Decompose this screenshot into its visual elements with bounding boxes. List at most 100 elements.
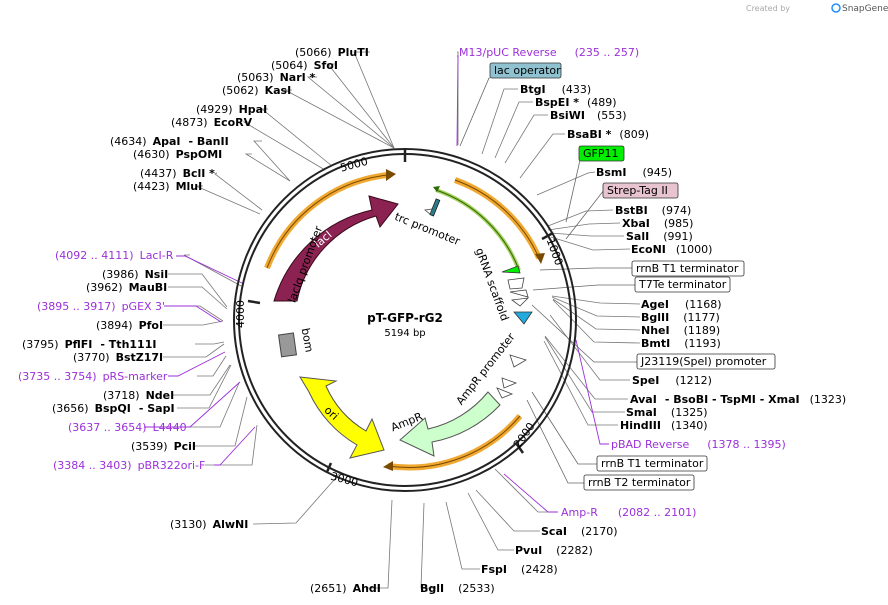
right-pos: (991) — [663, 230, 693, 243]
right-pos: (235 .. 257) — [575, 46, 640, 59]
svg-text:(4929)HpaI: (4929)HpaI — [196, 103, 267, 116]
svg-text:BsiWI(553): BsiWI (553) — [550, 109, 627, 122]
left-pos: (3130) — [170, 518, 207, 531]
left-enz: BspQI — [95, 402, 131, 415]
right-pos: (2533) — [458, 582, 495, 595]
rrnb-t1-box-b: rrnB T1 terminator — [601, 457, 704, 470]
svg-text:(3656)BspQI- SapI: (3656)BspQI- SapI — [52, 402, 175, 415]
svg-text:(3962)MauBI: (3962)MauBI — [86, 281, 167, 294]
svg-text:(5063)NarI *: (5063)NarI * — [237, 71, 316, 84]
svg-text:XbaI(985): XbaI(985) — [622, 217, 693, 230]
primer-lines — [144, 55, 609, 513]
svg-text:(3795)PflFI- Tth111I: (3795) PflFI - Tth111I — [22, 338, 156, 351]
left-enz: NdeI — [146, 389, 175, 402]
left-pos: (4634) — [110, 135, 147, 148]
left-pos: (3795) — [22, 338, 59, 351]
left-enz: MluI — [176, 180, 203, 193]
right-pos: (2428) — [521, 563, 558, 576]
left-primer: pRS-marker — [103, 370, 168, 383]
right-pos: (2082 .. 2101) — [618, 506, 697, 519]
gfp11-box: GFP11 — [583, 147, 618, 160]
left-pos: (4929) — [196, 103, 233, 116]
svg-text:(4873)EcoRV: (4873) EcoRV — [171, 116, 253, 129]
svg-text:(5066)PluTI: (5066)PluTI — [295, 46, 369, 59]
svg-text:(3895 .. 3917)pGEX 3': (3895 .. 3917)pGEX 3' — [37, 300, 165, 313]
right-enz: BstBI — [615, 204, 648, 217]
left-enz: PfoI — [139, 319, 164, 332]
credit-brand: SnapGene — [842, 4, 888, 14]
bom-feature: bom — [277, 327, 316, 358]
right-pos: (1325) — [671, 406, 708, 419]
plasmid-name: pT-GFP-rG2 — [367, 311, 443, 325]
right-pos: (1378 .. 1395) — [707, 438, 786, 451]
right-enz: EcoNI — [631, 243, 666, 256]
left-primer: L4440 — [153, 421, 187, 434]
right-enz: AvaI — [630, 393, 657, 406]
svg-text:BspEI *(489): BspEI *(489) — [535, 96, 617, 109]
svg-text:SpeI(1212): SpeI(1212) — [632, 374, 712, 387]
right-pos: (1189) — [684, 324, 721, 337]
lac-operator-box: lac operator — [494, 64, 561, 77]
ticks — [247, 149, 554, 473]
right-enz: AhdI — [353, 582, 381, 595]
right-pos: (433) — [562, 83, 592, 96]
left-pos: (4630) — [133, 148, 170, 161]
right-pos: (1000) — [676, 243, 713, 256]
right-enz: SpeI — [632, 374, 659, 387]
left-pos: (3539) — [131, 440, 168, 453]
right-pos: (2282) — [556, 544, 593, 557]
left-enz: PflFI — [65, 338, 93, 351]
svg-text:BtgI(433): BtgI (433) — [520, 83, 591, 96]
left-primer: pGEX 3' — [122, 300, 166, 313]
tick-4000: 4000 — [234, 300, 247, 328]
gRNA-scaffold-label: gRNA scaffold — [473, 246, 511, 323]
right-enz: BtgI — [520, 83, 546, 96]
left-pos: (5064) — [271, 59, 308, 72]
left-enz: EcoRV — [214, 116, 253, 129]
left-pos: (4092 .. 4111) — [55, 249, 134, 262]
left-enz: BstZ17I — [116, 351, 164, 364]
gfp11-mark — [501, 265, 521, 274]
right-enz: ScaI — [541, 525, 567, 538]
left-enz: PluTI — [338, 46, 369, 59]
left-pos: (5063) — [237, 71, 274, 84]
svg-text:(3718)NdeI: (3718)NdeI — [103, 389, 174, 402]
left-primer: pBR322ori-F — [138, 459, 206, 472]
rrnb-t1-box-a: rrnB T1 terminator — [636, 262, 739, 275]
right-enz: BspEI * — [535, 96, 579, 109]
right-enz: SmaI — [626, 406, 657, 419]
svg-text:(3894)PfoI: (3894) PfoI — [96, 319, 163, 332]
left-primer: LacI-R — [140, 249, 174, 262]
svg-text:BstBI(974): BstBI(974) — [615, 204, 691, 217]
left-pos: (4873) — [171, 116, 208, 129]
svg-text:NheI(1189): NheI (1189) — [641, 324, 720, 337]
left-enz-extra: - Tth111I — [100, 338, 156, 351]
right-enz: AgeI — [641, 298, 669, 311]
right-enz: PvuI — [515, 544, 542, 557]
left-pos: (4423) — [133, 180, 170, 193]
svg-text:Amp-R(2082 .. 2101): Amp-R(2082 .. 2101) — [561, 506, 696, 519]
j23119-mark — [513, 311, 533, 325]
right-pos: (2651) — [310, 582, 347, 595]
right-enz: BglII — [641, 311, 669, 324]
right-enz: BsiWI — [550, 109, 585, 122]
credit-prefix: Created by — [746, 4, 790, 13]
lacI-orange-arc — [264, 172, 389, 270]
svg-text:(5064)SfoI: (5064)SfoI — [271, 59, 338, 72]
svg-text:AgeI(1168): AgeI(1168) — [641, 298, 722, 311]
right-pos: (985) — [664, 217, 694, 230]
left-pos: (3894) — [96, 319, 133, 332]
right-pos: (553) — [597, 109, 627, 122]
svg-text:BsaBI *(809): BsaBI *(809) — [567, 128, 649, 141]
right-pos: (1193) — [684, 337, 721, 350]
right-enz-extra: - BsoBI - TspMI - XmaI — [665, 393, 800, 406]
left-enz-extra: - BanII — [188, 135, 228, 148]
left-pos: (3637 .. 3654) — [68, 421, 147, 434]
right-enz: SalI — [626, 230, 649, 243]
plasmid-size: 5194 bp — [384, 328, 425, 339]
right-enz: BmtI — [641, 337, 670, 350]
right-enz: NheI — [641, 324, 670, 337]
svg-text:HindIII(1340): HindIII(1340) — [620, 419, 708, 432]
bom-label: bom — [299, 327, 316, 353]
svg-text:(3130)AlwNI: (3130)AlwNI — [170, 518, 248, 531]
